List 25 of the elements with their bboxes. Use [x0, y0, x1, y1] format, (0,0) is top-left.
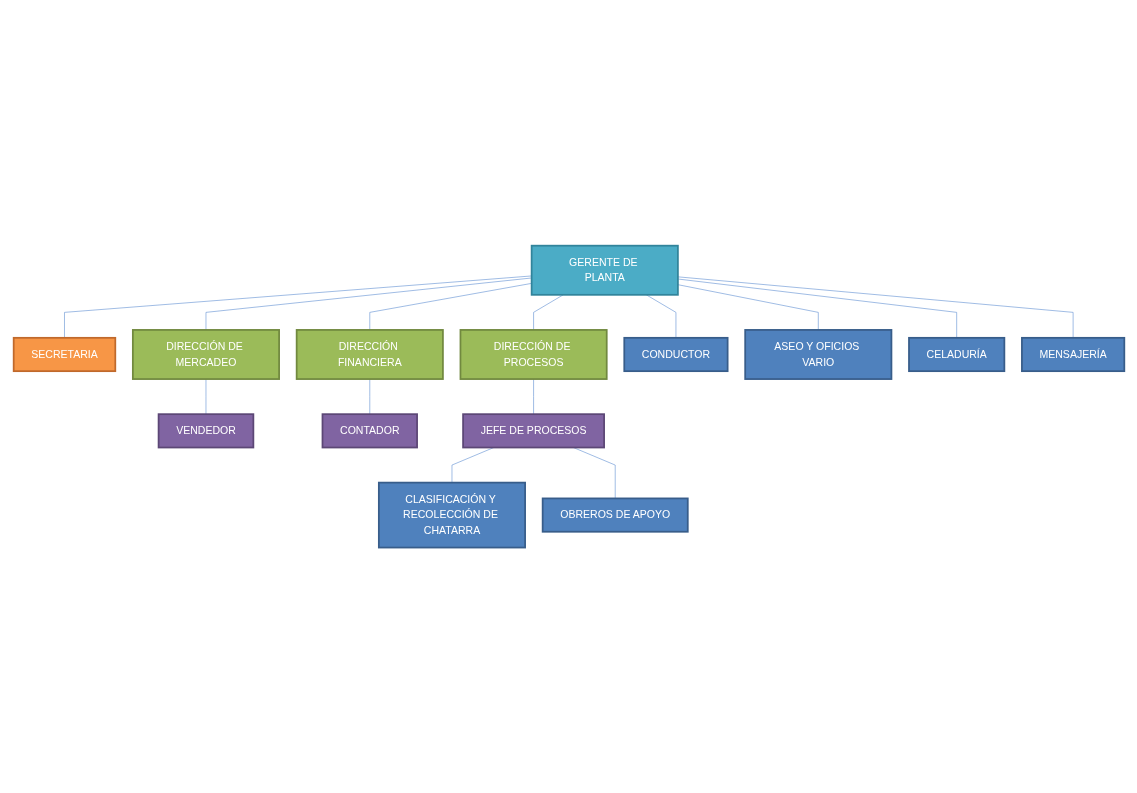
- node-box: OBREROS DE APOYO: [541, 497, 689, 533]
- node-box: CELADURÍA: [907, 336, 1005, 372]
- node-box: VENDEDOR: [157, 413, 254, 449]
- node-box: DIRECCIÓN DE MERCADEO: [131, 328, 280, 380]
- connector: [677, 284, 819, 331]
- connector: [532, 294, 564, 331]
- connector: [677, 276, 1073, 338]
- connector: [677, 278, 957, 338]
- connector: [369, 378, 370, 415]
- node-box: SECRETARIA: [12, 336, 116, 372]
- node-box: CLASIFICACIÓN Y RECOLECCIÓN DE CHATARRA: [377, 481, 526, 549]
- connector: [63, 275, 532, 338]
- connector: [451, 447, 494, 483]
- node-box: DIRECCIÓN DE PROCESOS: [459, 328, 608, 380]
- connector: [369, 282, 532, 331]
- node-box: ASEO Y OFICIOS VARIO: [743, 328, 892, 380]
- node-box: CONDUCTOR: [622, 336, 728, 372]
- node-box: JEFE DE PROCESOS: [461, 413, 605, 449]
- node-box: MENSAJERÍA: [1020, 336, 1125, 372]
- node-box: CONTADOR: [321, 413, 418, 449]
- connector: [532, 378, 534, 415]
- node-box: DIRECCIÓN FINANCIERA: [295, 328, 444, 380]
- node-box: GERENTE DE PLANTA: [530, 244, 679, 296]
- connector: [205, 277, 532, 331]
- connector: [205, 378, 206, 415]
